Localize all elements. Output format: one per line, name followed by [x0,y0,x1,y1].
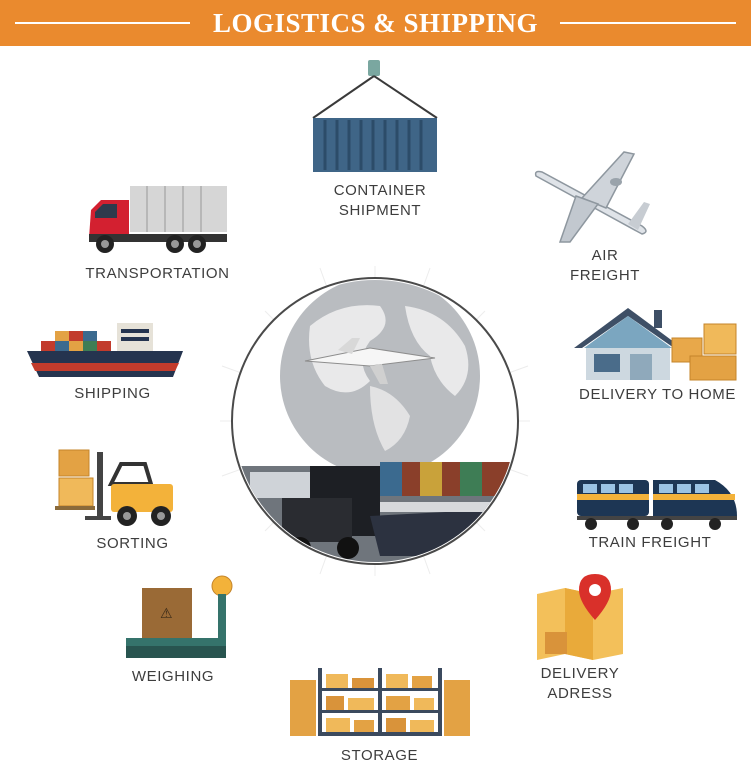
header-rule-left [15,22,190,24]
house-icon [574,308,737,381]
header-rule-right [560,22,736,24]
page-title: LOGISTICS & SHIPPING [212,8,539,38]
weighing-label: WEIGHING [131,668,215,685]
transportation-label: TRANSPORTATION [85,265,230,282]
sorting-label: SORTING [96,535,169,552]
ship-icon [27,323,183,377]
storage-label: STORAGE [340,747,419,764]
airplane-icon [534,151,650,243]
train-icon [577,480,737,530]
map-pin-icon [537,574,623,660]
globe-icon [220,266,530,576]
truck-icon [89,186,227,253]
container-icon [312,60,438,172]
forklift-icon [55,449,173,526]
shipping-label: SHIPPING [74,385,151,402]
scale-icon: ⚠ [126,575,233,658]
svg-text:⚠: ⚠ [160,606,173,622]
header-banner: LOGISTICS & SHIPPING [0,0,751,46]
train-freight-label: TRAIN FREIGHT [588,534,712,551]
warehouse-shelf-icon [290,668,470,736]
delivery-to-home-label: DELIVERY TO HOME [579,386,736,403]
